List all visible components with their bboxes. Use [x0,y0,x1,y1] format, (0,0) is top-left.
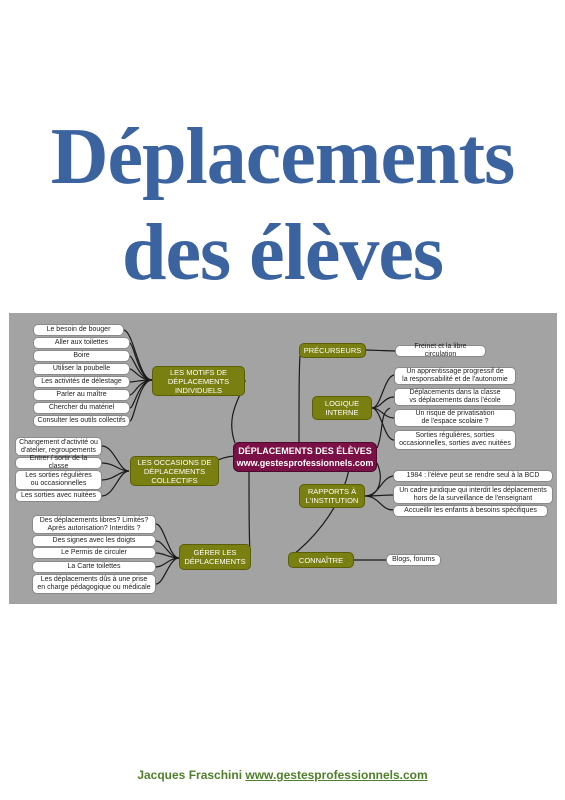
central-node: DÉPLACEMENTS DES ÉLÈVES www.gestesprofes… [233,442,377,472]
occasion-item: Changement d'activité ou d'atelier, regr… [15,437,102,456]
category-gerer: GÉRER LES DÉPLACEMENTS [179,544,251,570]
category-occasions: LES OCCASIONS DE DÉPLACEMENTS COLLECTIFS [130,456,219,486]
category-logique: LOGIQUE INTERNE [312,396,372,420]
central-node-title: DÉPLACEMENTS DES ÉLÈVES [238,446,372,456]
page-title-line1: Déplacements [50,113,515,201]
category-rapports: RAPPORTS À L'INSTITUTION [299,484,365,508]
rapport-item: 1984 : l'élève peut se rendre seul à la … [393,470,553,482]
mind-map: DÉPLACEMENTS DES ÉLÈVES www.gestesprofes… [9,313,557,604]
rapport-item: Un cadre juridique qui interdit les dépl… [393,485,553,504]
page-title-line2: des élèves [121,209,444,297]
rapport-item: Accueillir les enfants à besoins spécifi… [393,505,548,517]
gerer-item: Des déplacements libres? Limités? Après … [32,515,156,534]
motif-item: Consulter les outils collectifs [33,415,130,427]
footer-url[interactable]: www.gestesprofessionnels.com [245,768,428,782]
occasion-item: Les sorties régulières ou occasionnelles [15,470,102,490]
category-motifs: LES MOTIFS DE DÉPLACEMENTS INDIVIDUELS [152,366,245,396]
footer: Jacques Fraschini www.gestesprofessionne… [0,768,565,782]
footer-author: Jacques Fraschini [137,768,243,782]
occasion-item: Les sorties avec nuitées [15,490,102,502]
gerer-item: La Carte toilettes [32,561,156,573]
logique-item: Déplacements dans la classe vs déplaceme… [394,388,516,406]
logique-item: Sorties régulières, sorties occasionnell… [394,430,516,450]
occasion-item: Entrer / sortir de la classe [15,455,102,470]
connaitre-item: Blogs, forums [386,554,441,566]
gerer-item: Des signes avec les doigts [32,535,156,547]
motif-item: Utiliser la poubelle [33,363,130,375]
motif-item: Parler au maître [33,389,130,401]
connector-lines [101,329,396,585]
motif-item: Boire [33,350,130,362]
gerer-item: Le Permis de circuler [32,547,156,559]
motif-item: Les activités de délestage [33,376,130,388]
gerer-item: Les déplacements dûs à une prise en char… [32,574,156,594]
motif-item: Le besoin de bouger [33,324,124,336]
central-node-url: www.gestesprofessionnels.com [236,458,374,468]
category-connaitre: CONNAÎTRE [288,552,354,568]
category-precurseurs: PRÉCURSEURS [299,343,366,358]
precurseur-item: Freinet et la libre circulation [395,343,486,358]
motif-item: Chercher du matériel [33,402,130,414]
logique-item: Un apprentissage progressif de la respon… [394,367,516,385]
motif-item: Aller aux toilettes [33,337,130,349]
logique-item: Un risque de privatisation de l'espace s… [394,409,516,427]
